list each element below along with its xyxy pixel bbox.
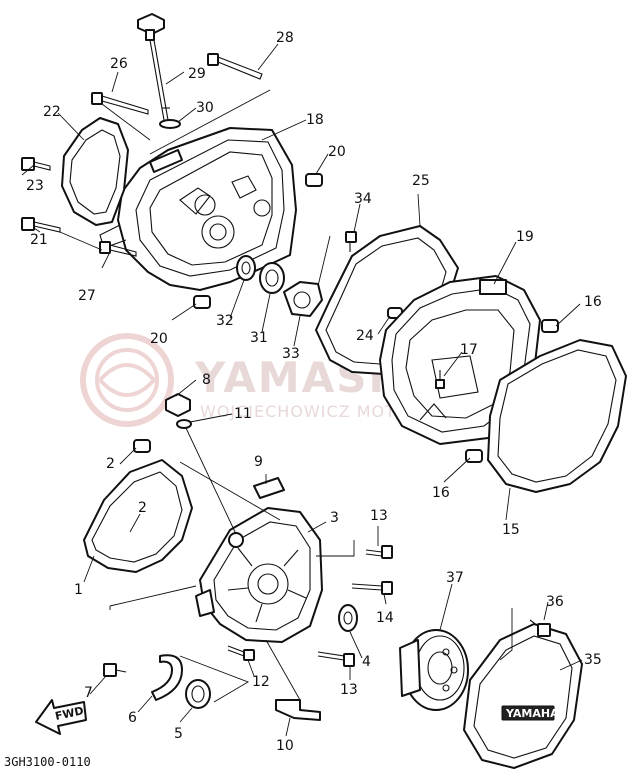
callout-18: 18	[306, 112, 324, 128]
rotor-37	[399, 629, 469, 711]
callout-11: 11	[234, 406, 252, 422]
callout-16-upper: 16	[584, 294, 602, 310]
callout-13-lower: 13	[340, 682, 358, 698]
drawing-code: 3GH3100-0110	[4, 755, 91, 769]
callout-9: 9	[254, 454, 263, 470]
bolt-36	[529, 619, 551, 637]
callout-32: 32	[216, 313, 234, 329]
seal-4	[338, 604, 358, 632]
bolt-13-upper	[365, 545, 393, 559]
dowel-20-lower	[193, 295, 211, 309]
callout-5: 5	[174, 726, 183, 742]
cover-logo: YAMAHA	[505, 707, 559, 720]
callout-20-upper: 20	[328, 144, 346, 160]
callout-30: 30	[196, 100, 214, 116]
o-ring-30	[159, 119, 181, 129]
callout-36: 36	[546, 594, 564, 610]
callout-12: 12	[252, 674, 270, 690]
fwd-arrow: FWD	[35, 699, 87, 735]
seal-31	[259, 262, 285, 294]
callout-27: 27	[78, 288, 96, 304]
bolt-26	[91, 92, 149, 115]
seal-5	[185, 679, 211, 709]
bolt-7	[103, 663, 127, 677]
callout-6: 6	[128, 710, 137, 726]
dipstick-29	[137, 13, 170, 121]
callout-31: 31	[250, 330, 268, 346]
callout-7: 7	[84, 685, 93, 701]
callout-labels: 22 23 21 27 26 29 30 28 18 20 20 32 31 3…	[26, 30, 602, 754]
callout-2-lower: 2	[138, 500, 147, 516]
bearing-32	[236, 255, 256, 281]
bolt-27	[99, 241, 137, 257]
callout-29: 29	[188, 66, 206, 82]
bolt-14	[351, 581, 393, 595]
bolt-13-lower	[317, 651, 355, 667]
callout-24: 24	[356, 328, 374, 344]
callout-1: 1	[74, 582, 83, 598]
callout-2-upper: 2	[106, 456, 115, 472]
callout-8: 8	[202, 372, 211, 388]
dowel-16-upper	[541, 319, 559, 333]
screw-34	[345, 231, 357, 252]
callout-13-upper: 13	[370, 508, 388, 524]
gasket-1	[83, 459, 193, 573]
gasket-15	[487, 339, 627, 493]
dowel-2-upper	[133, 439, 151, 453]
plate-33	[283, 281, 323, 317]
callout-10: 10	[276, 738, 294, 754]
bolt-12	[227, 645, 255, 661]
callout-14: 14	[376, 610, 394, 626]
callout-37: 37	[446, 570, 464, 586]
o-ring-11	[176, 419, 192, 429]
callout-22: 22	[43, 104, 61, 120]
callout-23: 23	[26, 178, 44, 194]
callout-21: 21	[30, 232, 48, 248]
bolt-28	[207, 53, 263, 80]
bolt-23	[21, 157, 51, 171]
callout-26: 26	[110, 56, 128, 72]
bolt-17	[435, 370, 445, 389]
callout-3: 3	[330, 510, 339, 526]
dowel-16-lower	[465, 449, 483, 463]
dowel-20-upper	[305, 173, 323, 187]
callout-28: 28	[276, 30, 294, 46]
bracket-10	[275, 699, 321, 721]
callout-16-lower: 16	[432, 485, 450, 501]
callout-4: 4	[362, 654, 371, 670]
gasket-22	[61, 117, 129, 226]
fwd-label: FWD	[54, 704, 85, 723]
clamp-6	[151, 654, 183, 701]
callout-33: 33	[282, 346, 300, 362]
callout-15: 15	[502, 522, 520, 538]
callout-34: 34	[354, 191, 372, 207]
clutch-cover-3	[195, 507, 323, 643]
callout-35: 35	[584, 652, 602, 668]
plug-8	[165, 393, 191, 417]
bolt-21	[21, 217, 61, 233]
generator-cover-35: YAMAHA	[463, 623, 583, 769]
gasket-9	[253, 477, 285, 499]
callout-20-lower: 20	[150, 331, 168, 347]
leader-lines	[21, 43, 583, 737]
callout-19: 19	[516, 229, 534, 245]
callout-17: 17	[460, 342, 478, 358]
callout-25: 25	[412, 173, 430, 189]
